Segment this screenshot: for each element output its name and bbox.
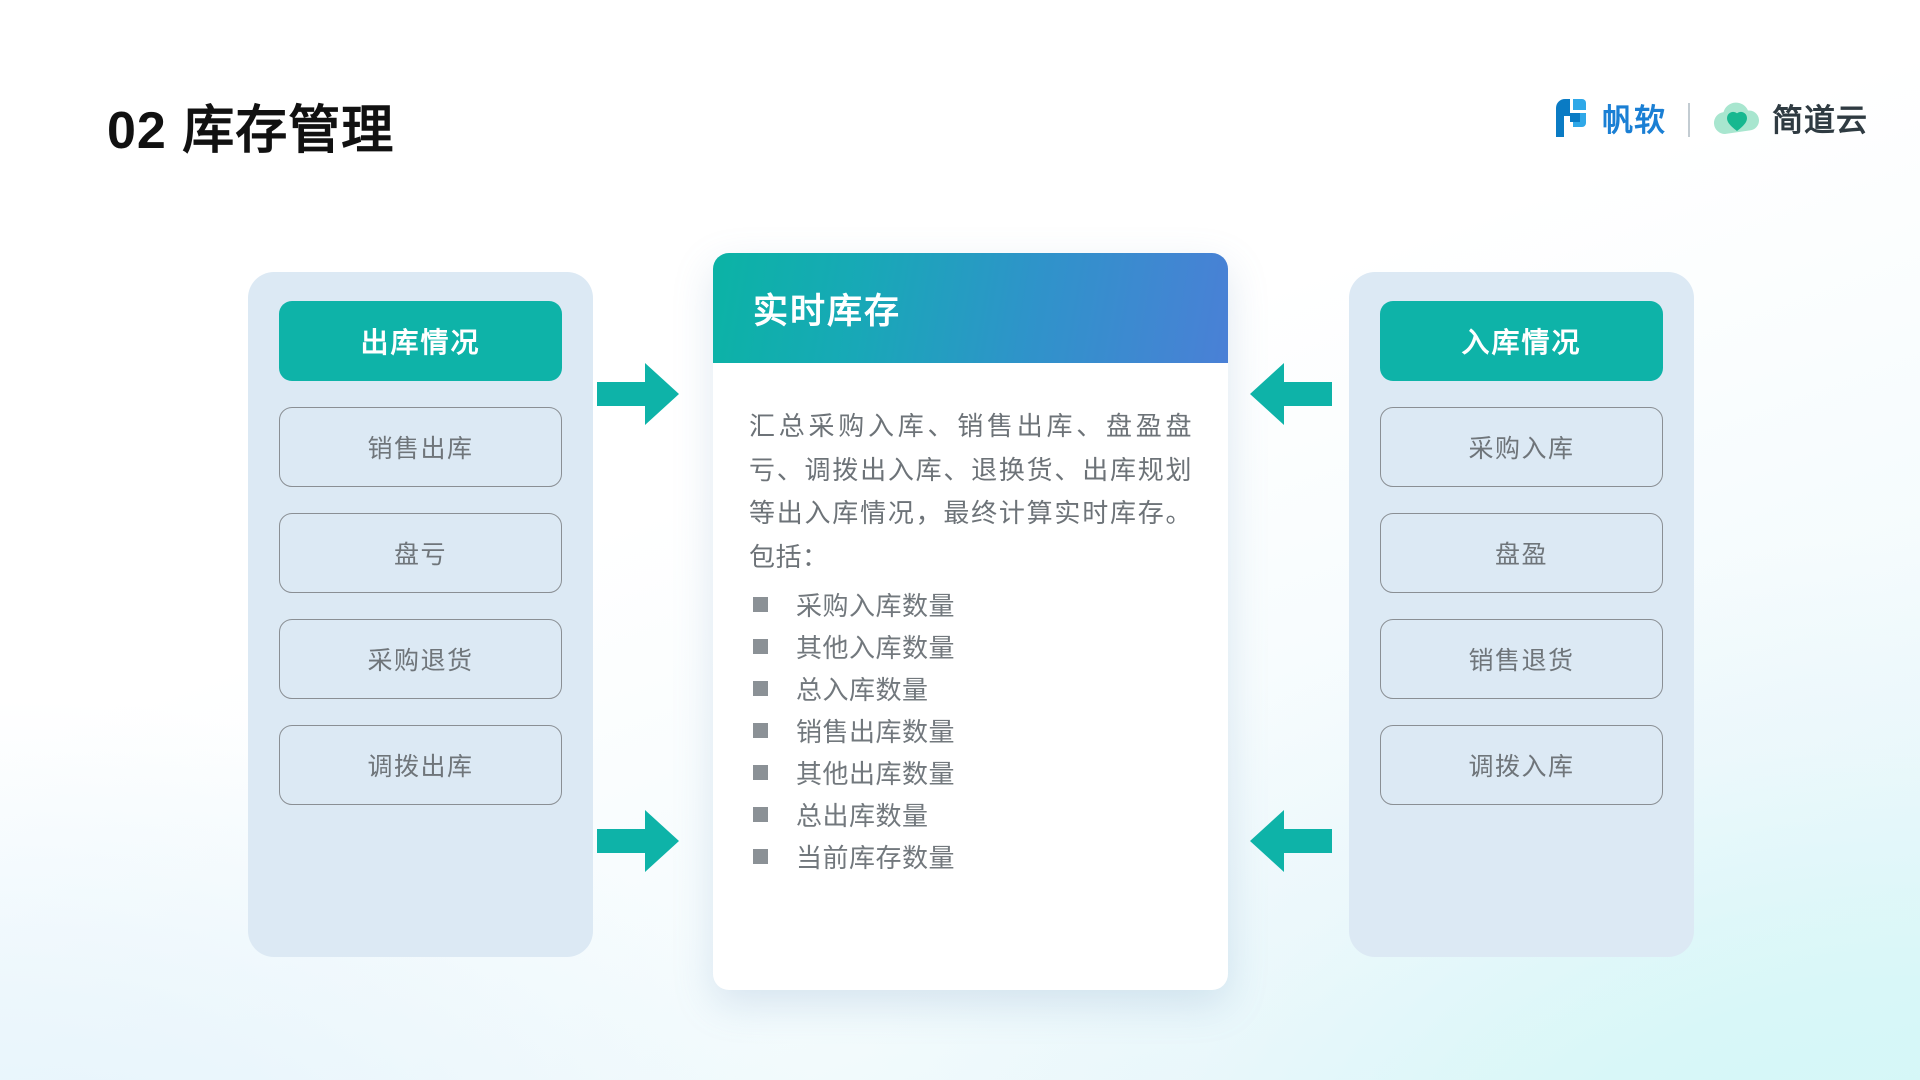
inbound-panel-heading: 入库情况 xyxy=(1380,301,1663,381)
jiandaoyun-cloud-heart-icon xyxy=(1712,97,1762,144)
inbound-item-purchase[interactable]: 采购入库 xyxy=(1380,407,1663,487)
outbound-item-purchase-return[interactable]: 采购退货 xyxy=(279,619,562,699)
card-header: 实时库存 xyxy=(713,253,1228,363)
fanruan-logo-icon xyxy=(1546,95,1592,146)
square-bullet-icon xyxy=(753,765,768,781)
brand-jiandaoyun: 简道云 xyxy=(1712,97,1868,144)
fanruan-brand-name: 帆软 xyxy=(1602,102,1666,138)
arrow-right-icon xyxy=(597,810,679,872)
realtime-inventory-card: 实时库存 汇总采购入库、销售出库、盘盈盘亏、调拨出入库、退换货、出库规划等出入库… xyxy=(713,253,1228,990)
jiandaoyun-brand-name: 简道云 xyxy=(1772,102,1868,138)
card-description: 汇总采购入库、销售出库、盘盈盘亏、调拨出入库、退换货、出库规划等出入库情况，最终… xyxy=(749,411,1192,573)
outbound-item-stock-loss[interactable]: 盘亏 xyxy=(279,513,562,593)
list-item: 销售出库数量 xyxy=(749,710,1192,752)
outbound-item-transfer-out[interactable]: 调拨出库 xyxy=(279,725,562,805)
list-item: 总入库数量 xyxy=(749,668,1192,710)
metric-label: 当前库存数量 xyxy=(796,843,956,874)
inbound-panel: 入库情况 采购入库 盘盈 销售退货 调拨入库 xyxy=(1349,272,1694,957)
card-title: 实时库存 xyxy=(753,291,902,331)
inbound-item-sales-return[interactable]: 销售退货 xyxy=(1380,619,1663,699)
list-item: 其他出库数量 xyxy=(749,752,1192,794)
metric-label: 其他入库数量 xyxy=(796,633,956,664)
metric-list: 采购入库数量 其他入库数量 总入库数量 销售出库数量 其他出库数量 xyxy=(749,584,1192,878)
inbound-item-stock-gain[interactable]: 盘盈 xyxy=(1380,513,1663,593)
metric-label: 采购入库数量 xyxy=(796,591,956,622)
square-bullet-icon xyxy=(753,723,768,739)
inbound-item-transfer-in[interactable]: 调拨入库 xyxy=(1380,725,1663,805)
square-bullet-icon xyxy=(753,849,768,865)
brand-divider xyxy=(1688,103,1690,137)
card-body: 汇总采购入库、销售出库、盘盈盘亏、调拨出入库、退换货、出库规划等出入库情况，最终… xyxy=(713,363,1228,990)
outbound-panel-heading: 出库情况 xyxy=(279,301,562,381)
arrow-left-icon xyxy=(1250,810,1332,872)
list-item: 其他入库数量 xyxy=(749,626,1192,668)
list-item: 采购入库数量 xyxy=(749,584,1192,626)
page-title: 02 库存管理 xyxy=(107,102,395,160)
square-bullet-icon xyxy=(753,807,768,823)
brand-bar: 帆软 简道云 xyxy=(1546,92,1868,148)
square-bullet-icon xyxy=(753,597,768,613)
brand-fanruan: 帆软 xyxy=(1546,95,1666,146)
metric-label: 总入库数量 xyxy=(796,675,929,706)
list-item: 总出库数量 xyxy=(749,794,1192,836)
metric-label: 总出库数量 xyxy=(796,801,929,832)
list-item: 当前库存数量 xyxy=(749,836,1192,878)
arrow-right-icon xyxy=(597,363,679,425)
outbound-item-sales[interactable]: 销售出库 xyxy=(279,407,562,487)
square-bullet-icon xyxy=(753,639,768,655)
outbound-panel: 出库情况 销售出库 盘亏 采购退货 调拨出库 xyxy=(248,272,593,957)
metric-label: 其他出库数量 xyxy=(796,759,956,790)
arrow-left-icon xyxy=(1250,363,1332,425)
metric-label: 销售出库数量 xyxy=(796,717,956,748)
square-bullet-icon xyxy=(753,681,768,697)
